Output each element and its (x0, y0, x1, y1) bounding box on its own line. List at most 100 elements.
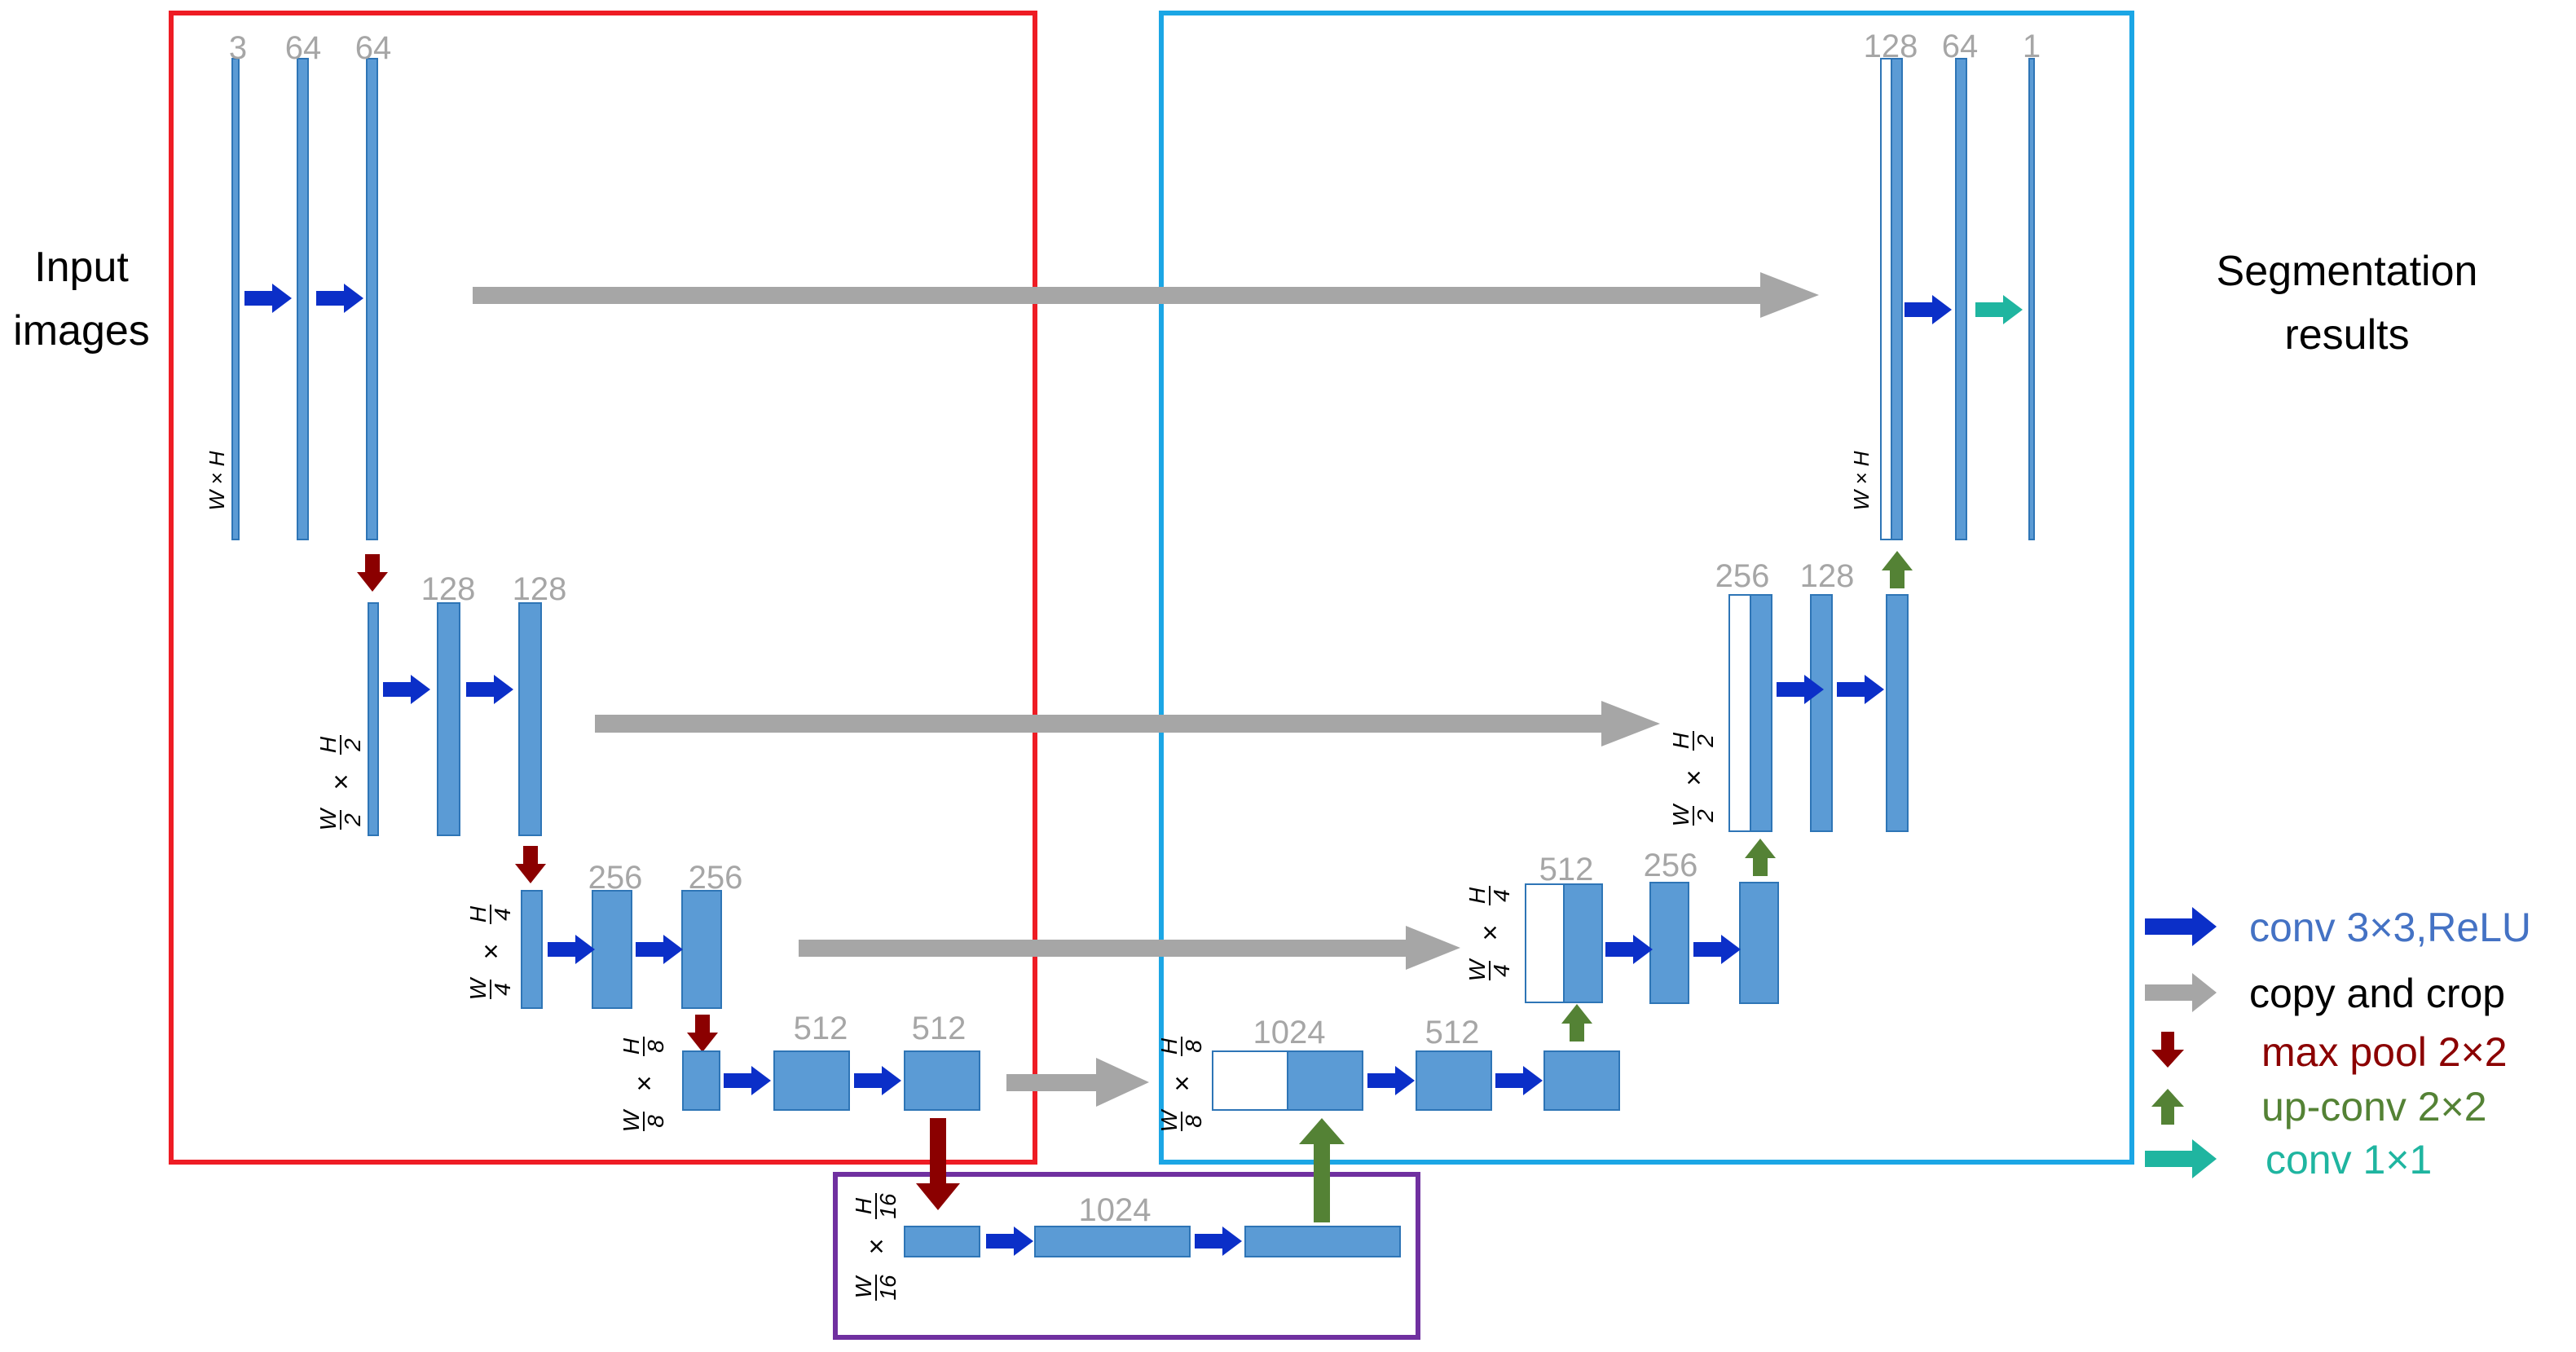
legend-conv1x1-arrow (2145, 1139, 2217, 1178)
conv-1x1-arrow (1975, 295, 2023, 324)
feature-block (231, 58, 240, 540)
svg-text:W: W (1668, 803, 1693, 826)
svg-text:H: H (465, 905, 491, 923)
dimension-label: W 8 × H 8 (1156, 1037, 1206, 1132)
dimension-label: W × H (1849, 451, 1874, 510)
channel-label: 256 (689, 860, 743, 896)
svg-text:W: W (315, 807, 341, 830)
channel-label: 64 (1942, 29, 1979, 64)
input-label: Input (34, 244, 129, 291)
dimension-label: W 4 × H 4 (1464, 886, 1514, 981)
feature-block (1563, 883, 1603, 1003)
channel-label: 256 (1644, 848, 1698, 883)
conv-arrow (466, 675, 513, 704)
channel-label: 512 (1425, 1015, 1480, 1050)
input-label: images (13, 307, 150, 355)
svg-text:2: 2 (340, 813, 365, 827)
svg-text:8: 8 (643, 1040, 668, 1053)
feature-block (1649, 882, 1689, 1004)
svg-text:16: 16 (875, 1193, 900, 1219)
decoder-frame (1159, 11, 2134, 1165)
feature-block (368, 602, 379, 836)
svg-text:16: 16 (875, 1275, 900, 1301)
conv-arrow (1605, 935, 1653, 964)
conv-arrow (316, 284, 363, 313)
up-conv-arrow (1561, 1004, 1592, 1042)
svg-text:2: 2 (340, 738, 365, 752)
conv-arrow (244, 284, 292, 313)
feature-block (518, 602, 542, 836)
svg-text:8: 8 (643, 1115, 668, 1128)
legend-label-pool: max pool 2×2 (2261, 1029, 2508, 1075)
max-pool-arrow (687, 1015, 718, 1052)
svg-text:H: H (1668, 732, 1693, 749)
max-pool-arrow (515, 846, 546, 883)
up-conv-arrow (1882, 551, 1913, 588)
legend: conv 3×3,ReLU copy and crop max pool 2×2… (2145, 905, 2531, 1182)
encoder-frame (169, 11, 1037, 1165)
conv-arrow (383, 675, 430, 704)
copy-crop-arrow-level3 (799, 926, 1460, 970)
legend-conv-arrow (2145, 907, 2217, 946)
feature-block (1750, 594, 1772, 832)
svg-text:H: H (1156, 1037, 1182, 1055)
svg-text:×: × (476, 944, 507, 960)
copied-feature-block (1728, 594, 1751, 832)
feature-block (1034, 1226, 1191, 1257)
svg-text:×: × (1679, 770, 1710, 786)
legend-upconv-arrow (2151, 1089, 2184, 1125)
output-label: Segmentation (2217, 248, 2478, 295)
channel-label: 256 (1715, 558, 1770, 594)
conv-arrow (636, 935, 683, 964)
svg-text:H: H (619, 1037, 644, 1055)
channel-label: 1024 (1253, 1015, 1326, 1050)
feature-block (682, 1050, 720, 1111)
legend-pool-arrow (2151, 1032, 2184, 1068)
copied-feature-block (1212, 1050, 1288, 1111)
dimension-label: W × H (205, 451, 229, 510)
legend-label-conv1x1: conv 1×1 (2266, 1137, 2432, 1182)
svg-text:×: × (629, 1076, 660, 1092)
feature-block (773, 1050, 850, 1111)
channel-label: 128 (421, 571, 476, 607)
feature-block (904, 1226, 980, 1257)
channel-label: 64 (355, 30, 392, 66)
conv-arrow (724, 1066, 771, 1095)
channel-label: 1024 (1079, 1192, 1151, 1228)
feature-block (1886, 594, 1909, 832)
bottleneck-frame (833, 1172, 1420, 1340)
copy-crop-arrow-level2 (595, 701, 1660, 746)
dimension-label: W 2 × H 2 (315, 735, 365, 830)
svg-text:W: W (851, 1275, 876, 1298)
conv-arrow (854, 1066, 901, 1095)
channel-label: 64 (285, 30, 322, 66)
dimension-label: W 8 × H 8 (619, 1037, 668, 1132)
conv-arrow (1837, 675, 1884, 704)
svg-text:8: 8 (1181, 1040, 1206, 1053)
channel-label: 256 (588, 860, 643, 896)
feature-block (366, 58, 378, 540)
svg-text:W: W (619, 1108, 644, 1132)
feature-block (297, 58, 309, 540)
legend-label-upconv: up-conv 2×2 (2261, 1084, 2487, 1130)
max-pool-arrow (916, 1118, 960, 1210)
feature-block (1955, 58, 1967, 540)
legend-label-conv: conv 3×3,ReLU (2249, 905, 2531, 950)
svg-text:W: W (465, 976, 491, 1000)
channel-label: 128 (513, 571, 567, 607)
conv-arrow (1693, 935, 1741, 964)
channel-label: 512 (1539, 852, 1594, 887)
feature-block (681, 890, 722, 1009)
legend-label-copy: copy and crop (2249, 971, 2505, 1016)
svg-text:2: 2 (1693, 809, 1718, 823)
svg-text:4: 4 (490, 908, 515, 921)
svg-text:×: × (326, 774, 357, 791)
feature-block (437, 602, 460, 836)
feature-block (1287, 1050, 1363, 1111)
feature-block (1739, 882, 1779, 1004)
legend-copy-arrow (2145, 973, 2217, 1012)
feature-block (1244, 1226, 1401, 1257)
feature-block (1891, 58, 1903, 540)
feature-block (1543, 1050, 1620, 1111)
